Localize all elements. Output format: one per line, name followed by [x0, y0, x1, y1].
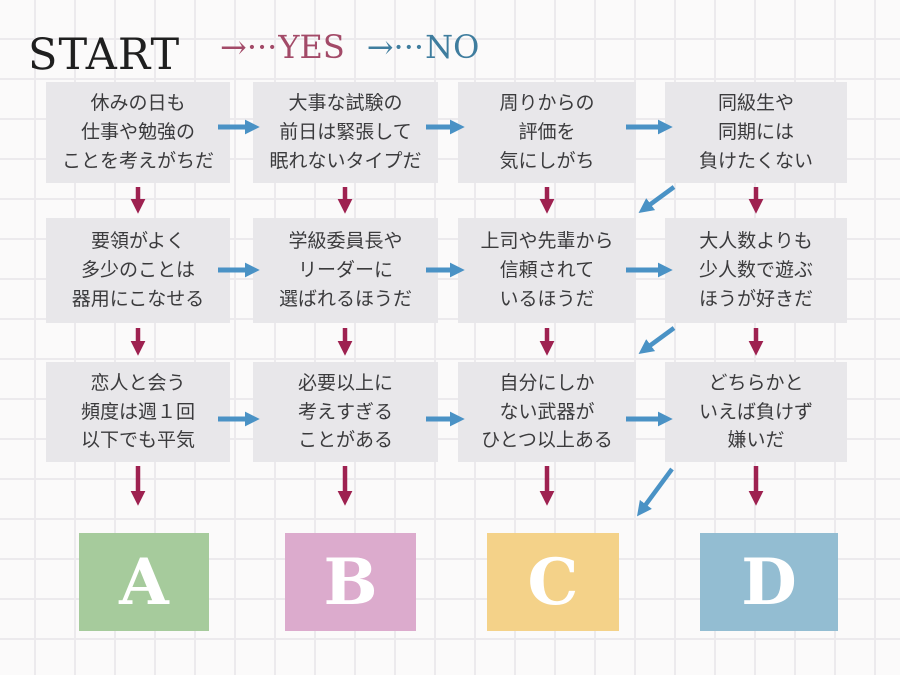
question-line: 頻度は週１回 [80, 400, 195, 423]
question-line: 必要以上に [297, 371, 393, 394]
question-box-3-3: 自分にしか ない武器が ひとつ以上ある [458, 362, 636, 462]
yes-label: YES [278, 28, 345, 66]
question-line: 周りからの [499, 92, 595, 115]
result-tile-c: C [487, 533, 619, 631]
question-line: 同期には [717, 121, 794, 144]
result-letter: C [527, 544, 579, 620]
legend-yes: →··· YES [220, 28, 345, 66]
question-line: ひとつ以上ある [481, 429, 613, 452]
result-tile-b: B [285, 533, 416, 631]
question-line: いるほうだ [499, 287, 595, 310]
question-line: 信頼されて [499, 259, 595, 282]
question-line: ほうが好きだ [698, 287, 813, 310]
question-line: 気にしがち [499, 149, 595, 172]
question-line: 選ばれるほうだ [278, 287, 412, 310]
start-title: START [28, 30, 181, 80]
no-diagonal-arrow [638, 326, 676, 354]
question-line: 評価を [518, 121, 576, 144]
question-box-2-4: 大人数よりも 少人数で遊ぶ ほうが好きだ [665, 218, 847, 323]
result-letter: B [323, 544, 378, 620]
result-letter: D [741, 544, 797, 620]
question-box-2-2: 学級委員長や リーダーに 選ばれるほうだ [253, 218, 438, 323]
question-line: 大人数よりも [699, 230, 813, 253]
question-line: 要領がよく [90, 230, 186, 253]
question-line: 前日は緊張して [279, 121, 412, 144]
question-box-1-1: 休みの日も 仕事や勉強の ことを考えがちだ [46, 82, 230, 183]
question-line: 考えすぎる [297, 400, 393, 423]
question-line: 負けたくない [698, 149, 813, 172]
legend: →··· YES →··· NO [220, 28, 479, 66]
question-line: 少人数で遊ぶ [698, 259, 813, 282]
question-box-2-1: 要領がよく 多少のことは 器用にこなせる [46, 218, 230, 323]
no-label: NO [425, 28, 480, 66]
legend-no: →··· NO [367, 28, 480, 66]
yes-arrow-icon: →··· [220, 28, 278, 66]
question-line: 休みの日も [90, 92, 186, 115]
no-diagonal-arrow [636, 467, 674, 517]
question-line: いえば負けず [698, 400, 813, 423]
question-line: ない武器が [499, 400, 595, 423]
question-box-3-1: 恋人と会う 頻度は週１回 以下でも平気 [46, 362, 230, 462]
question-line: リーダーに [297, 259, 393, 282]
question-box-1-4: 同級生や 同期には 負けたくない [665, 82, 847, 183]
question-line: ことを考えがちだ [61, 149, 214, 172]
result-tile-a: A [79, 533, 209, 631]
question-line: 多少のことは [80, 259, 195, 282]
no-arrow-icon: →··· [366, 28, 425, 66]
question-line: 上司や先輩から [480, 230, 614, 253]
question-box-1-2: 大事な試験の 前日は緊張して 眠れないタイプだ [253, 82, 438, 183]
question-line: 同級生や [717, 92, 794, 115]
no-diagonal-arrow [638, 185, 676, 213]
question-box-2-3: 上司や先輩から 信頼されて いるほうだ [458, 218, 636, 323]
question-box-3-2: 必要以上に 考えすぎる ことがある [253, 362, 438, 462]
question-box-3-4: どちらかと いえば負けず 嫌いだ [665, 362, 847, 462]
result-tile-d: D [700, 533, 838, 631]
question-line: 眠れないタイプだ [269, 149, 422, 172]
question-box-1-3: 周りからの 評価を 気にしがち [458, 82, 636, 183]
result-letter: A [119, 544, 169, 620]
question-line: 仕事や勉強の [80, 121, 195, 144]
question-line: ことがある [297, 429, 393, 452]
question-line: 以下でも平気 [80, 429, 195, 452]
question-line: 学級委員長や [288, 230, 403, 253]
question-line: 自分にしか [499, 371, 595, 394]
question-line: 器用にこなせる [71, 287, 205, 310]
question-line: 恋人と会う [90, 371, 186, 394]
question-line: 嫌いだ [727, 429, 785, 452]
question-line: 大事な試験の [288, 92, 403, 115]
question-line: どちらかと [708, 371, 804, 394]
